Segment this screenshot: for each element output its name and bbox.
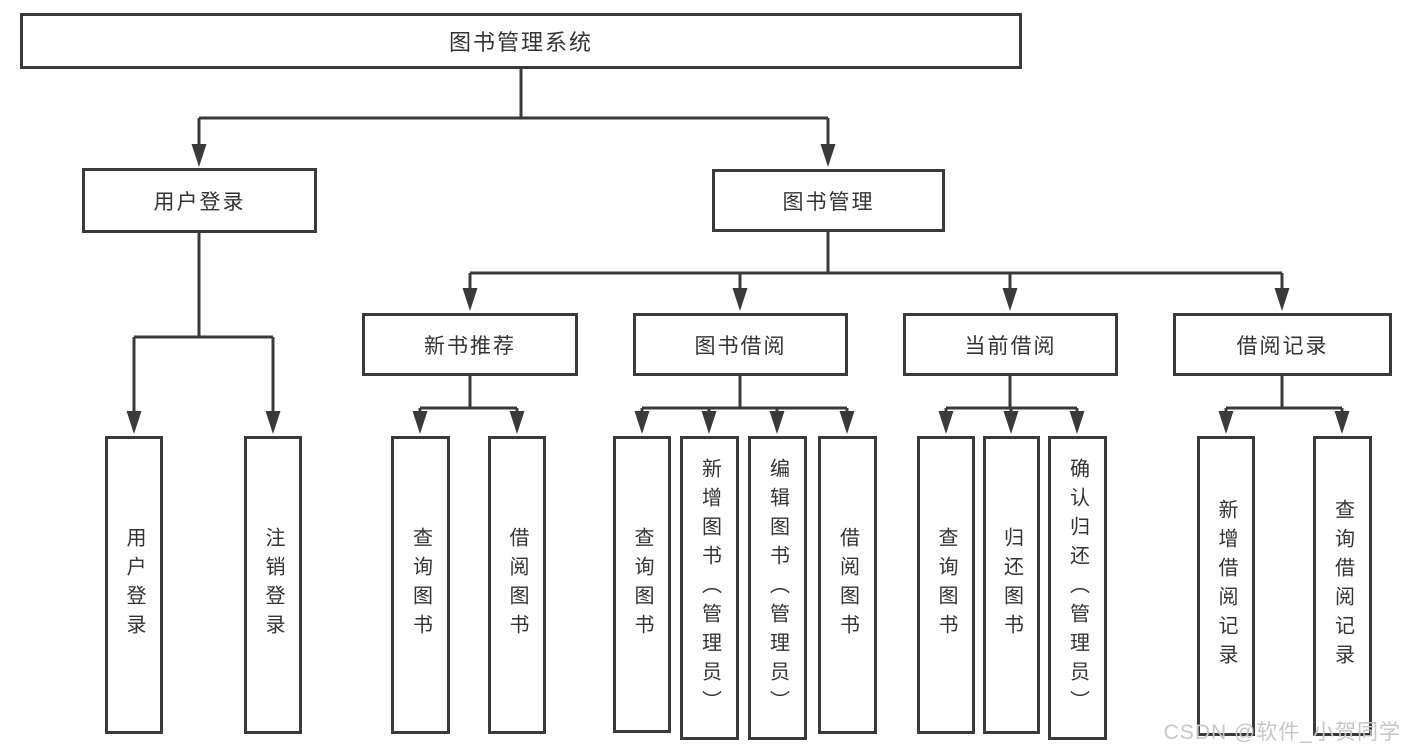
- arrowhead: [701, 411, 717, 434]
- arrowhead: [126, 411, 142, 434]
- leaf-user-login: 用户登录: [105, 436, 163, 734]
- leaf-query-book-1: 查询图书: [391, 436, 450, 734]
- arrowhead: [191, 144, 207, 167]
- leaf-borrow-book-2: 借阅图书: [818, 436, 877, 734]
- arrowhead: [820, 144, 836, 167]
- arrowhead: [769, 411, 785, 434]
- arrowhead: [634, 411, 650, 434]
- arrowhead: [1274, 288, 1290, 311]
- node-current-borrow: 当前借阅: [903, 313, 1118, 376]
- node-borrow-records: 借阅记录: [1173, 313, 1392, 376]
- arrowhead: [1218, 411, 1234, 434]
- connector-book-borrow-to-leaves: [640, 376, 849, 414]
- arrowhead: [462, 288, 478, 311]
- leaf-query-book-2: 查询图书: [613, 436, 671, 733]
- node-root: 图书管理系统: [20, 13, 1022, 69]
- leaf-confirm-return-admin: 确认归还（管理员）: [1048, 436, 1107, 740]
- node-user-login: 用户登录: [82, 168, 317, 233]
- arrowhead: [412, 411, 428, 434]
- arrowhead: [1069, 411, 1085, 434]
- leaf-return-book: 归还图书: [983, 436, 1040, 734]
- arrowhead: [1003, 411, 1019, 434]
- node-book-borrow: 图书借阅: [633, 313, 848, 376]
- leaf-borrow-book-1: 借阅图书: [488, 436, 546, 734]
- arrowhead: [1334, 411, 1350, 434]
- node-book-mgmt: 图书管理: [712, 169, 945, 232]
- leaf-logout: 注销登录: [244, 436, 302, 734]
- connector-book-mgmt-to-level3: [468, 232, 1284, 293]
- leaf-query-borrow-record: 查询借阅记录: [1313, 436, 1372, 736]
- watermark: CSDN @软件_小贺同学: [1163, 721, 1401, 744]
- arrowhead: [839, 411, 855, 434]
- arrowhead: [265, 411, 281, 434]
- arrowhead: [938, 411, 954, 434]
- connector-new-book-to-leaves: [418, 376, 519, 414]
- connector-current-borrow-to-leaves: [944, 376, 1079, 414]
- arrowhead: [1002, 288, 1018, 311]
- leaf-edit-book-admin: 编辑图书（管理员）: [748, 436, 807, 740]
- arrowhead: [732, 288, 748, 311]
- connector-borrow-records-to-leaves: [1224, 376, 1344, 414]
- leaf-add-book-admin: 新增图书（管理员）: [680, 436, 739, 740]
- arrowhead: [509, 411, 525, 434]
- node-new-book-recommend: 新书推荐: [362, 313, 578, 376]
- leaf-query-book-3: 查询图书: [917, 436, 975, 734]
- leaf-add-borrow-record: 新增借阅记录: [1197, 436, 1255, 736]
- connector-user-login-to-leaves: [132, 233, 275, 416]
- connector-root-to-level2: [197, 69, 830, 149]
